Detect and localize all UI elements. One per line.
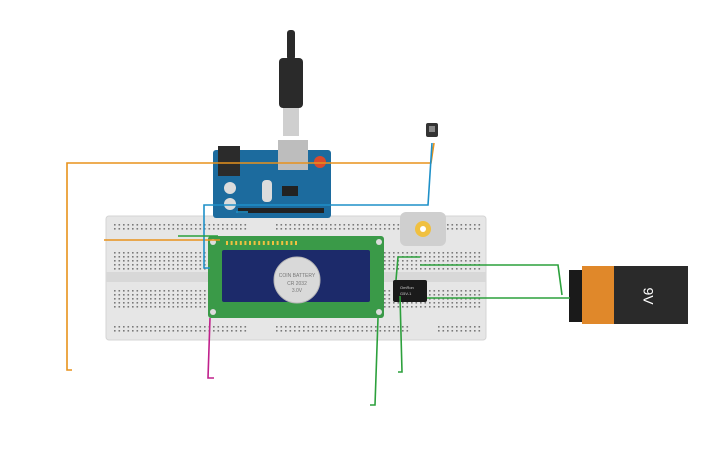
pushbutton[interactable] bbox=[426, 123, 438, 137]
coin-label-1: COIN BATTERY bbox=[279, 273, 316, 279]
green-wire-battery-1[interactable] bbox=[420, 264, 563, 296]
wires[interactable] bbox=[66, 142, 570, 406]
usb-cable bbox=[279, 30, 303, 136]
green-wire-motor[interactable] bbox=[395, 256, 420, 281]
orange-wire-top[interactable] bbox=[66, 142, 435, 371]
battery-9v[interactable]: 9V bbox=[569, 266, 688, 324]
coin-battery[interactable]: COIN BATTERY CR 2032 3.0V bbox=[273, 256, 321, 304]
relay-label-2: G5V-1 bbox=[400, 291, 412, 296]
reset-button[interactable] bbox=[314, 156, 326, 168]
green-wire-lcd[interactable] bbox=[370, 317, 379, 406]
coin-label-2: CR 2032 bbox=[287, 281, 307, 287]
coin-label-3: 3.0V bbox=[292, 288, 303, 294]
relay[interactable]: OmRon G5V-1 bbox=[393, 280, 427, 302]
capacitor-1 bbox=[224, 182, 236, 194]
arduino-uno[interactable] bbox=[213, 140, 331, 218]
relay-label-1: OmRon bbox=[400, 285, 414, 290]
battery-label: 9V bbox=[640, 287, 656, 305]
crystal bbox=[262, 180, 272, 202]
usb-port bbox=[278, 140, 308, 170]
dc-jack bbox=[218, 146, 240, 176]
magenta-wire[interactable] bbox=[207, 317, 214, 379]
blue-wire[interactable] bbox=[203, 142, 433, 269]
dc-motor[interactable] bbox=[400, 212, 446, 246]
header-pins bbox=[238, 208, 324, 213]
green-wire-relay-down[interactable] bbox=[398, 295, 403, 373]
lcd-pins bbox=[226, 241, 297, 245]
chip bbox=[282, 186, 298, 196]
capacitor-2 bbox=[224, 198, 236, 210]
